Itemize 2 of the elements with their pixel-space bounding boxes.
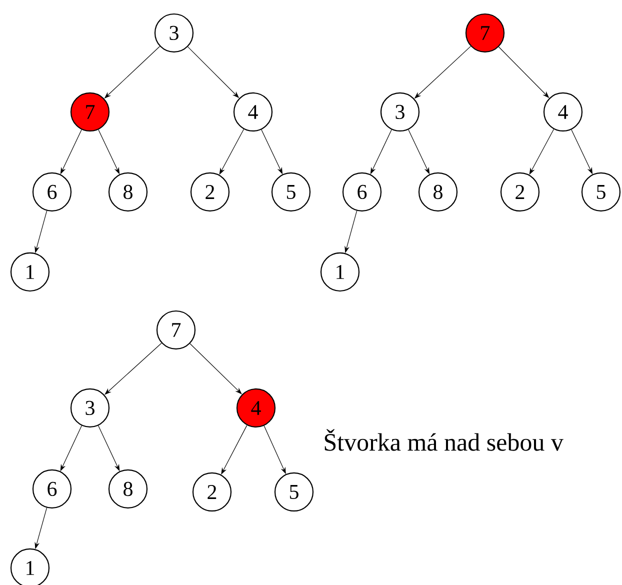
arrow — [190, 343, 242, 394]
note-text: Štvorka má nad sebou v — [324, 429, 564, 451]
